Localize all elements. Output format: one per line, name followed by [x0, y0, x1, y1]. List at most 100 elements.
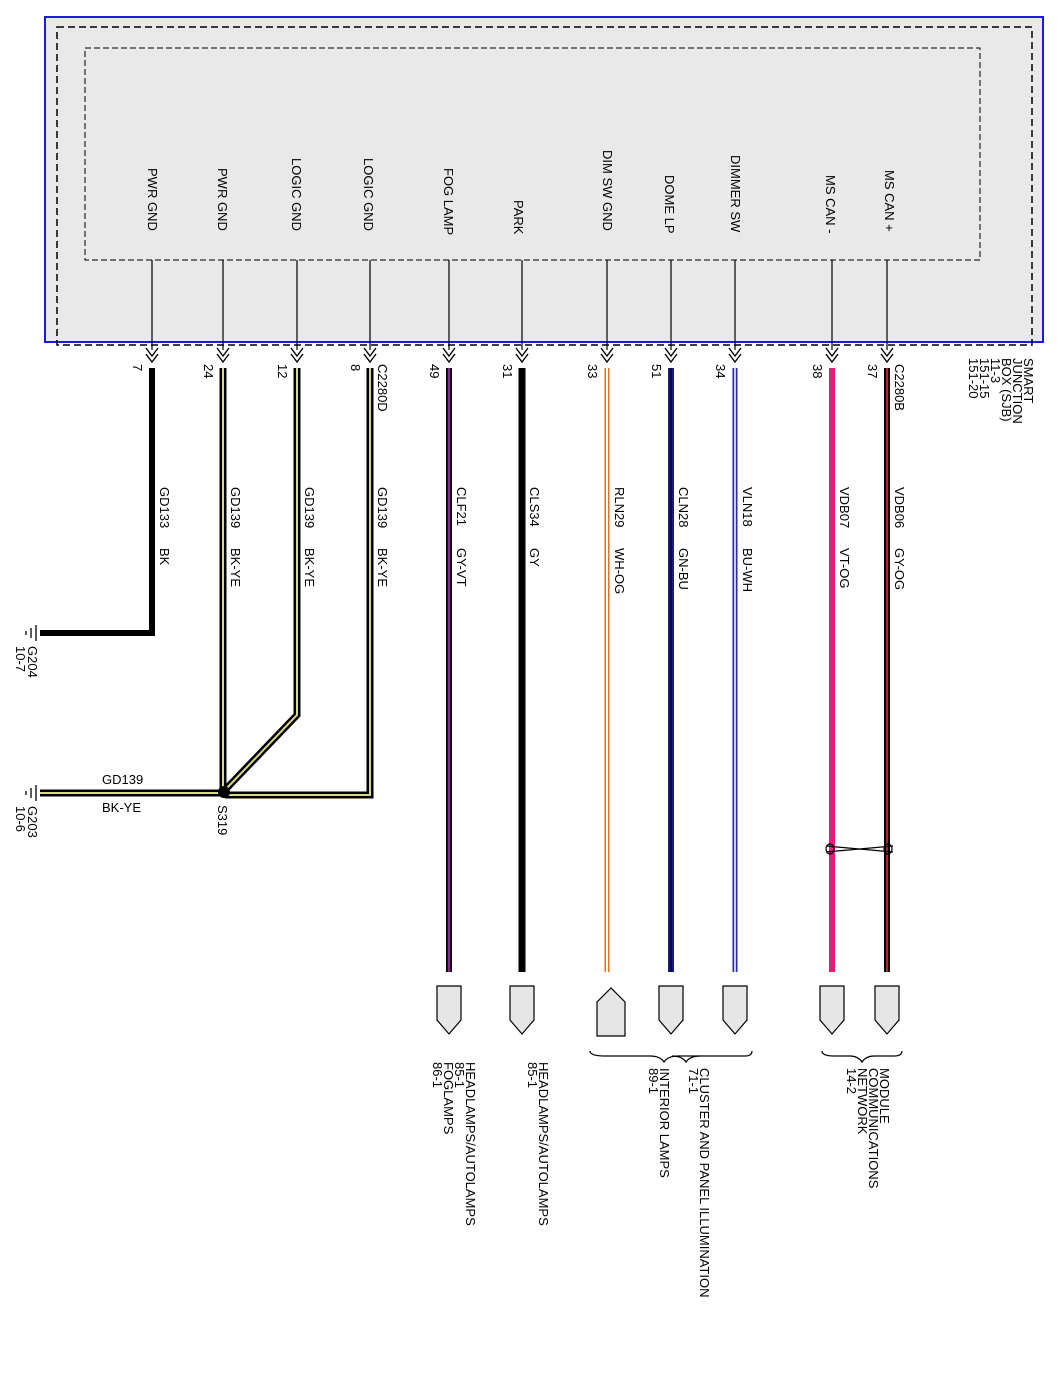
destination-line: 85-1 [525, 1062, 540, 1088]
group-braces [589, 1050, 903, 1064]
connector-arrow [722, 985, 748, 1035]
circuit-id: VDB07 [837, 487, 852, 528]
destination-line: HEADLAMPS/AUTOLAMPS [463, 1062, 478, 1226]
circuit-color: BK [157, 548, 172, 566]
connector-arrow [596, 987, 626, 1037]
twisted-pair-icon [825, 843, 894, 855]
pin-number: 49 [427, 364, 442, 378]
module-outer-box [44, 16, 1044, 343]
ground-ref: 10-6 [13, 806, 28, 832]
pin-chevron [216, 347, 230, 364]
destination-line: 86-1 [430, 1062, 445, 1088]
pin-label: FOG LAMP [441, 168, 456, 235]
connector-arrow [509, 985, 535, 1035]
splice-color: BK-YE [102, 800, 141, 815]
pin-number: 24 [201, 364, 216, 378]
splice-dot [218, 786, 230, 798]
destination-line: MODULE [877, 1068, 892, 1124]
pin-number: 33 [585, 364, 600, 378]
circuit-color: GY [527, 548, 542, 567]
destination-line: 89-1 [646, 1068, 661, 1094]
connector-arrow [436, 985, 462, 1035]
destination-line: NETWORK [855, 1068, 870, 1135]
circuit-color: WH-OG [612, 548, 627, 594]
wires [40, 368, 890, 972]
pin-chevron [363, 347, 377, 364]
circuit-color: GN-BU [676, 548, 691, 590]
circuit-id: GD139 [302, 487, 317, 528]
destination-line: CLUSTER AND PANEL ILLUMINATION [697, 1068, 712, 1297]
splice-s319: S319 GD139 BK-YE [102, 772, 230, 835]
destination-park: HEADLAMPS/AUTOLAMPS 85-1 [525, 1062, 551, 1226]
circuit-id: CLF21 [454, 487, 469, 526]
wire-gd133 [40, 368, 155, 636]
pin-chevron [515, 347, 529, 364]
circuit-id: RLN29 [612, 487, 627, 527]
pin-number: 12 [275, 364, 290, 378]
destination-connectors [436, 985, 900, 1037]
connector-arrow [819, 985, 845, 1035]
brace-network [821, 1050, 903, 1064]
module-name-line: 151-20 [966, 358, 981, 398]
splice-id: S319 [215, 805, 230, 835]
connector-id: C2280B [892, 364, 907, 411]
wire-gd139-pin12-stripe [224, 368, 298, 791]
circuit-color: GY-VT [454, 548, 469, 587]
module-name-line: 151-15 [977, 358, 992, 398]
pin-label: PWR GND [145, 168, 160, 231]
pin-labels: PWR GND PWR GND LOGIC GND LOGIC GND FOG … [145, 150, 897, 235]
splice-circuit: GD139 [102, 772, 143, 787]
connector-arrow [658, 985, 684, 1035]
connector-arrow [874, 985, 900, 1035]
pin-label: DIMMER SW [728, 155, 743, 233]
module-inner-dashed-box [84, 47, 981, 261]
destination-interior: INTERIOR LAMPS 89-1 [646, 1068, 672, 1178]
pin-chevron [442, 347, 456, 364]
module-name: SMART JUNCTION BOX (SJB) 11-3 151-15 151… [966, 358, 1036, 424]
ground-g203: G203 10-6 [13, 785, 40, 838]
pin-number: 31 [500, 364, 515, 378]
pin-number: 8 [348, 364, 363, 371]
brace-interior [589, 1050, 700, 1064]
connector-id: C2280D [375, 364, 390, 412]
circuit-color: BK-YE [228, 548, 243, 587]
pin-label: LOGIC GND [361, 158, 376, 231]
brace-cluster [671, 1050, 753, 1064]
circuit-id: VDB06 [892, 487, 907, 528]
pin-chevrons [145, 347, 894, 364]
destination-network: MODULE COMMUNICATIONS NETWORK 14-2 [844, 1068, 892, 1189]
circuit-color: VT-OG [837, 548, 852, 588]
pin-label: MS CAN + [882, 170, 897, 232]
pin-chevron [664, 347, 678, 364]
destination-line: INTERIOR LAMPS [657, 1068, 672, 1178]
circuit-id: CLS34 [527, 487, 542, 527]
module-name-line: 11-3 [988, 358, 1003, 383]
circuit-color: BK-YE [375, 548, 390, 587]
pin-label: PARK [511, 200, 526, 235]
sjb-module [44, 16, 1044, 346]
pin-numbers: 7 24 12 8 C2280D 49 31 33 51 34 38 37 C2… [130, 364, 907, 412]
pin-label: PWR GND [215, 168, 230, 231]
pin-label: DOME LP [662, 175, 677, 234]
pin-number: 34 [713, 364, 728, 378]
circuit-id: CLN28 [676, 487, 691, 527]
pin-chevron [290, 347, 304, 364]
module-dashed-outline [56, 26, 1033, 346]
destination-line: 85-1 [452, 1062, 467, 1088]
circuit-color: BK-YE [302, 548, 317, 587]
pin-chevron [825, 347, 839, 364]
circuit-color: GY-OG [892, 548, 907, 590]
pin-label: LOGIC GND [289, 158, 304, 231]
internal-leads [151, 260, 888, 350]
pin-label: DIM SW GND [600, 150, 615, 231]
wire-gd139-pin8-stripe [225, 368, 371, 796]
circuit-id: GD139 [228, 487, 243, 528]
module-name-line: SMART [1021, 358, 1036, 403]
pin-number: 37 [865, 364, 880, 378]
ground-id: G204 [25, 646, 40, 678]
circuit-id: GD133 [157, 487, 172, 528]
pin-number: 51 [649, 364, 664, 378]
destination-line: 14-2 [844, 1068, 859, 1094]
destination-line: HEADLAMPS/AUTOLAMPS [536, 1062, 551, 1226]
